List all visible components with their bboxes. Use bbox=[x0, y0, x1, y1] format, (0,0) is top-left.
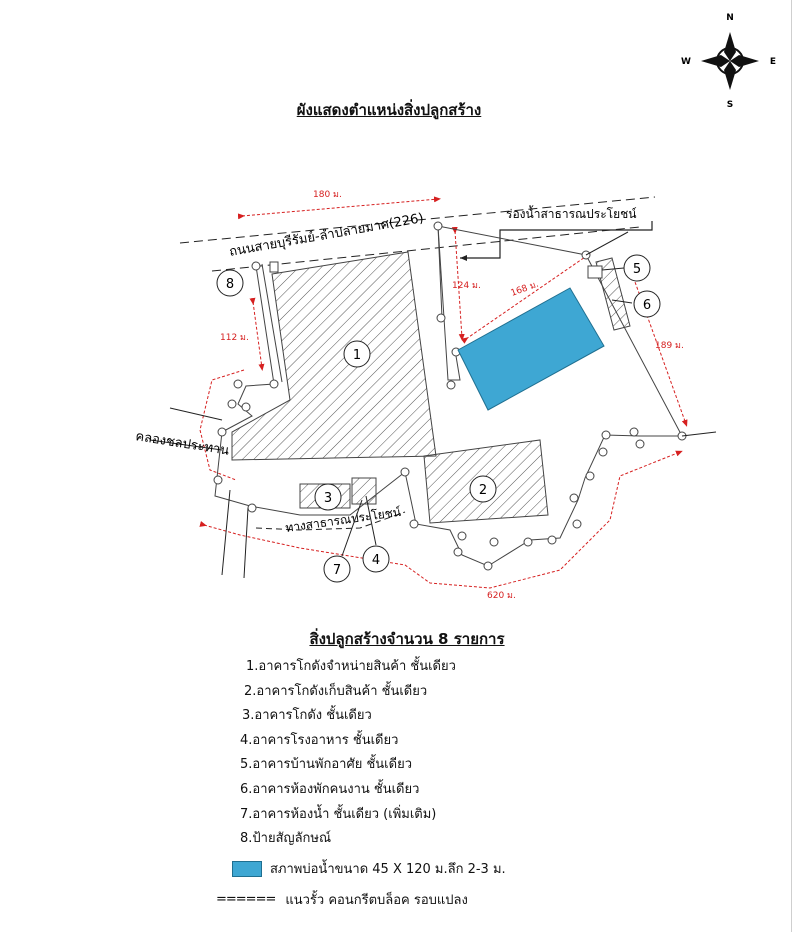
canal-label: คลองชลประทาน bbox=[134, 429, 230, 459]
dim-top-line bbox=[237, 196, 441, 220]
list-item: 2.อาคารโกดังเก็บสินค้า ชั้นเดียว bbox=[244, 683, 428, 699]
list-item: 3.อาคารโกดัง ชั้นเดียว bbox=[242, 708, 372, 724]
road-edge-line bbox=[179, 196, 656, 244]
list-item: 6.อาคารห้องพักคนงาน ชั้นเดียว bbox=[240, 781, 420, 797]
marker-6: 6 bbox=[633, 290, 661, 318]
list-item: 7.อาคารห้องน้ำ ชั้นเดียว (เพิ่มเติม) bbox=[240, 806, 437, 822]
road-edge-line bbox=[211, 226, 641, 272]
legend-fence: ====== แนวรั้ว คอนกรีตบล็อค รอบแปลง bbox=[216, 889, 468, 910]
svg-text:7: 7 bbox=[333, 563, 341, 578]
svg-text:3: 3 bbox=[324, 491, 332, 506]
legend-pond: สภาพบ่อน้ำขนาด 45 X 120 ม.ลึก 2-3 ม. bbox=[232, 858, 506, 879]
compass-w: W bbox=[681, 57, 691, 67]
marker-8: 8 bbox=[216, 269, 244, 297]
dim-south-text: 620 ม. bbox=[487, 591, 516, 601]
sign-post bbox=[269, 261, 279, 273]
drain-pointer bbox=[460, 221, 653, 259]
marker-1: 1 bbox=[343, 340, 371, 368]
dim-west-line bbox=[249, 297, 265, 371]
pond-swatch bbox=[232, 860, 262, 877]
public-way-label: ทางสาธารณประโยชน์ bbox=[284, 505, 401, 535]
svg-text:1: 1 bbox=[353, 348, 361, 363]
dim-pond-side-text: 168 ม. bbox=[510, 280, 541, 299]
dim-east-short-text: 124 ม. bbox=[452, 281, 481, 291]
building-6 bbox=[595, 257, 631, 331]
dim-east-short-line bbox=[451, 226, 465, 341]
map-title: ผังแสดงตำแหน่งสิ่งปลูกสร้าง bbox=[296, 101, 482, 119]
building-list: 1.อาคารโกดังจำหน่ายสินค้า ชั้นเดียว 2.อา… bbox=[240, 655, 456, 852]
dim-top-text: 180 ม. bbox=[313, 190, 342, 200]
building-4 bbox=[351, 477, 377, 505]
compass-s: S bbox=[727, 100, 733, 110]
svg-text:4: 4 bbox=[372, 553, 380, 568]
list-title: สิ่งปลูกสร้างจำนวน 8 รายการ bbox=[309, 630, 505, 648]
page-edge bbox=[791, 0, 792, 932]
marker-5: 5 bbox=[623, 254, 651, 282]
svg-text:6: 6 bbox=[643, 298, 651, 313]
dim-south-line bbox=[199, 450, 683, 589]
compass-e: E bbox=[770, 57, 776, 67]
svg-text:2: 2 bbox=[479, 483, 487, 498]
svg-text:5: 5 bbox=[633, 262, 641, 277]
marker-7: 7 bbox=[323, 555, 351, 583]
property-fence bbox=[214, 225, 683, 567]
svg-text:8: 8 bbox=[226, 277, 234, 292]
dim-west-text: 112 ม. bbox=[220, 333, 249, 343]
building-1 bbox=[231, 251, 437, 461]
marker-3: 3 bbox=[314, 483, 342, 511]
marker-4: 4 bbox=[362, 545, 390, 573]
legend-pond-text: สภาพบ่อน้ำขนาด 45 X 120 ม.ลึก 2-3 ม. bbox=[270, 862, 506, 877]
pond bbox=[457, 287, 605, 411]
marker-2: 2 bbox=[469, 475, 497, 503]
legend-fence-text: แนวรั้ว คอนกรีตบล็อค รอบแปลง bbox=[285, 893, 468, 908]
compass-icon: N S W E bbox=[681, 13, 776, 110]
list-item: 1.อาคารโกดังจำหน่ายสินค้า ชั้นเดียว bbox=[246, 659, 456, 674]
compass-n: N bbox=[726, 13, 734, 23]
markers: 1 2 3 4 5 6 7 8 bbox=[216, 254, 661, 583]
dim-east-long-text: 189 ม. bbox=[655, 341, 684, 351]
fence-symbol: ====== bbox=[216, 892, 276, 907]
drain-label: ร่องน้ำสาธารณประโยชน์ bbox=[506, 205, 637, 221]
list-item: 8.ป้ายสัญลักษณ์ bbox=[240, 831, 332, 847]
list-item: 5.อาคารบ้านพักอาศัย ชั้นเดียว bbox=[240, 757, 412, 773]
building-5 bbox=[587, 265, 603, 279]
list-item: 4.อาคารโรงอาหาร ชั้นเดียว bbox=[240, 732, 399, 748]
